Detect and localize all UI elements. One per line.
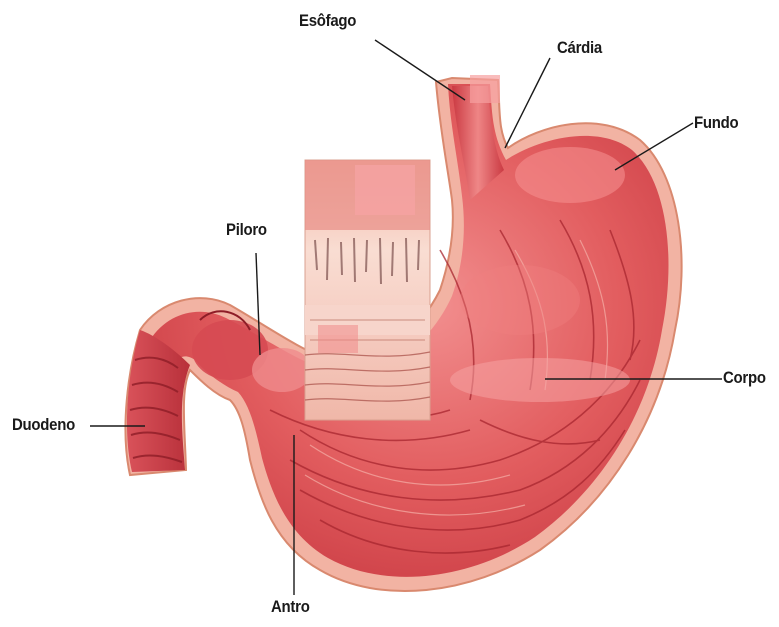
label-cardia: Cárdia — [557, 38, 602, 58]
label-corpo: Corpo — [723, 368, 766, 388]
label-antro: Antro — [271, 597, 310, 617]
label-duodeno: Duodeno — [12, 415, 75, 435]
label-fundo: Fundo — [694, 113, 738, 133]
label-esofago: Esôfago — [299, 11, 356, 31]
wall-cross-section — [305, 160, 430, 420]
label-piloro: Piloro — [226, 220, 267, 240]
leader-esofago — [375, 40, 465, 100]
